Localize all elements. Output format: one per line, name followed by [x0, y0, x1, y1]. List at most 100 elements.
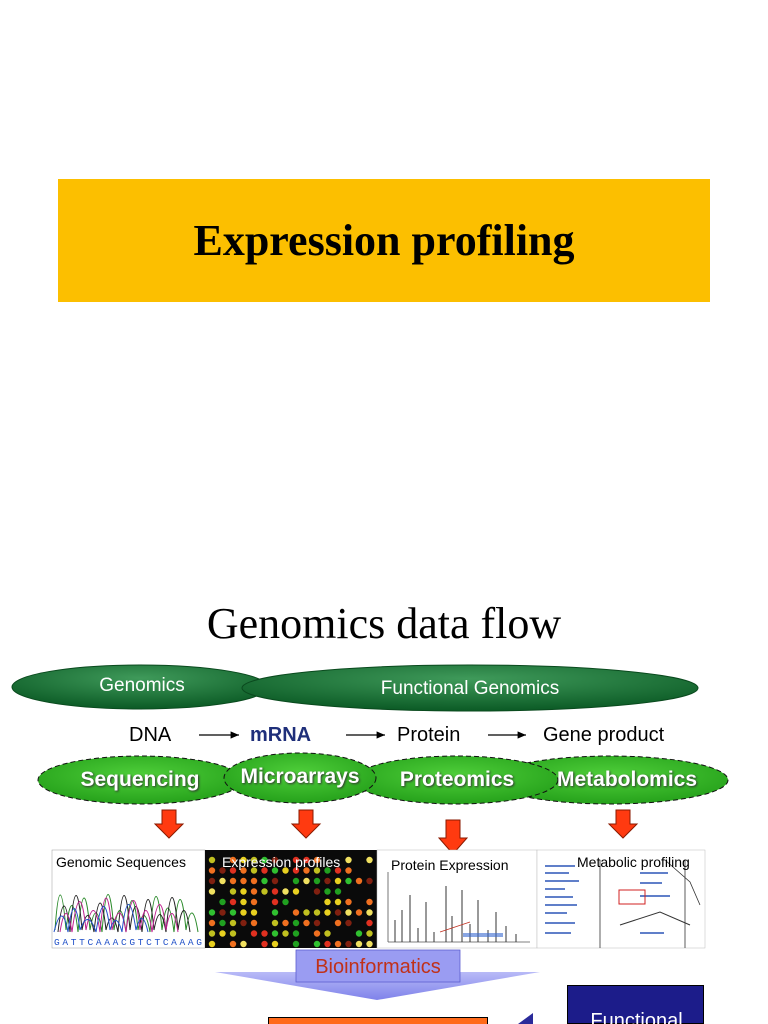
slide-expression-profiling: Expression profiling [58, 179, 710, 302]
microarray-spot [324, 898, 331, 906]
microarray-spot [229, 919, 237, 927]
microarray-spot [292, 877, 300, 885]
microarray-spot [250, 856, 258, 864]
microarray-spot [261, 856, 268, 864]
microarray-spot [355, 877, 363, 885]
microarrays-ellipse [223, 752, 377, 804]
down-arrow-proteomics [437, 819, 469, 855]
microarray-spot [345, 856, 352, 864]
microarray-spot [366, 856, 373, 864]
microarray-spot [334, 877, 342, 885]
microarray-spot [324, 877, 331, 885]
microarray-spot [208, 930, 216, 937]
flow-diagram: GATTCAAACGTCTCAAAG [11, 664, 729, 1024]
microarray-spot [282, 898, 289, 906]
microarray-spot [313, 940, 321, 948]
proteomics-label: Proteomics [399, 768, 515, 791]
microarray-spot [313, 919, 321, 927]
microarray-spot [355, 940, 363, 948]
microarray-spot [240, 898, 247, 906]
microarray-spot [292, 909, 300, 916]
microarray-spot [271, 888, 279, 895]
microarray-spot [313, 867, 321, 874]
microarray-spot [366, 930, 373, 937]
result-box [268, 1017, 488, 1024]
microarray-spot [345, 909, 352, 916]
microarray-spot [345, 940, 352, 948]
microarray-spot [208, 877, 216, 885]
microarray-spot [240, 867, 247, 874]
microarray-spot [250, 867, 258, 874]
microarray-spot [345, 898, 352, 906]
panel-label-genomic-sequences: Genomic Sequences [56, 854, 186, 870]
microarray-spot [366, 919, 373, 927]
microarray-spot [345, 877, 352, 885]
microarray-spot [208, 888, 216, 895]
microarray-spot [313, 909, 321, 916]
microarray-spot [282, 888, 289, 895]
down-arrow-sequencing [153, 809, 185, 839]
pointer-triangle [518, 1013, 533, 1024]
microarray-spot [229, 930, 237, 937]
bioinformatics-label: Bioinformatics [315, 956, 441, 978]
microarray-spot [250, 930, 258, 937]
microarray-spot [261, 867, 268, 874]
microarray-spot [250, 898, 258, 906]
microarray-spot [208, 919, 216, 927]
microarray-spot [271, 856, 279, 864]
microarray-spot [271, 919, 279, 927]
microarray-spot [313, 930, 321, 937]
microarray-spot [229, 877, 237, 885]
microarray-spot [240, 940, 247, 948]
chromatogram-image: GATTCAAACGTCTCAAAG [51, 849, 206, 949]
microarray-spot [208, 909, 216, 916]
microarray-spot [366, 898, 373, 906]
bioinformatics-label-box [295, 949, 461, 983]
microarray-spot [240, 888, 247, 895]
sequencing-label: Sequencing [80, 768, 200, 791]
microarray-spot [292, 940, 300, 948]
microarray-spot [324, 888, 331, 895]
microarray-spot [261, 940, 268, 948]
metabolomics-label: Metabolomics [556, 768, 698, 791]
microarray-spot [282, 919, 289, 927]
microarray-spot [219, 867, 226, 874]
metabolic-pathway-image [536, 849, 706, 949]
down-arrow-metabolomics [607, 809, 639, 839]
microarray-spot [229, 909, 237, 916]
slide-title: Expression profiling [193, 216, 575, 265]
microarray-spot [366, 909, 373, 916]
microarray-spot [229, 867, 237, 874]
microarray-spot [282, 867, 289, 874]
microarray-spot [334, 919, 342, 927]
microarray-spot [324, 909, 331, 916]
microarray-spot [282, 930, 289, 937]
microarray-spot [303, 877, 310, 885]
microarray-spot [303, 856, 310, 864]
microarray-spot [271, 909, 279, 916]
microarray-spot [355, 909, 363, 916]
mass-spec-image [376, 849, 538, 949]
microarray-spot [250, 877, 258, 885]
microarray-spot [324, 940, 331, 948]
microarray-spot [240, 909, 247, 916]
microarray-spot [355, 930, 363, 937]
flow-title: Genomics data flow [206, 599, 562, 648]
microarray-spot [208, 867, 216, 874]
microarray-spot [219, 930, 226, 937]
microarray-spot [313, 856, 321, 864]
microarray-spot [219, 877, 226, 885]
microarray-spot [271, 940, 279, 948]
microarray-spot [208, 856, 216, 864]
microarray-spot [250, 919, 258, 927]
microarray-spot [261, 930, 268, 937]
microarray-spot [334, 940, 342, 948]
microarray-spot [334, 909, 342, 916]
microarray-spot [334, 888, 342, 895]
microarray-spot [292, 930, 300, 937]
microarray-spot [271, 877, 279, 885]
microarray-spot [324, 867, 331, 874]
microarray-spot [219, 909, 226, 916]
functional-box-label: Functional [590, 1010, 683, 1024]
microarray-spot [303, 919, 310, 927]
